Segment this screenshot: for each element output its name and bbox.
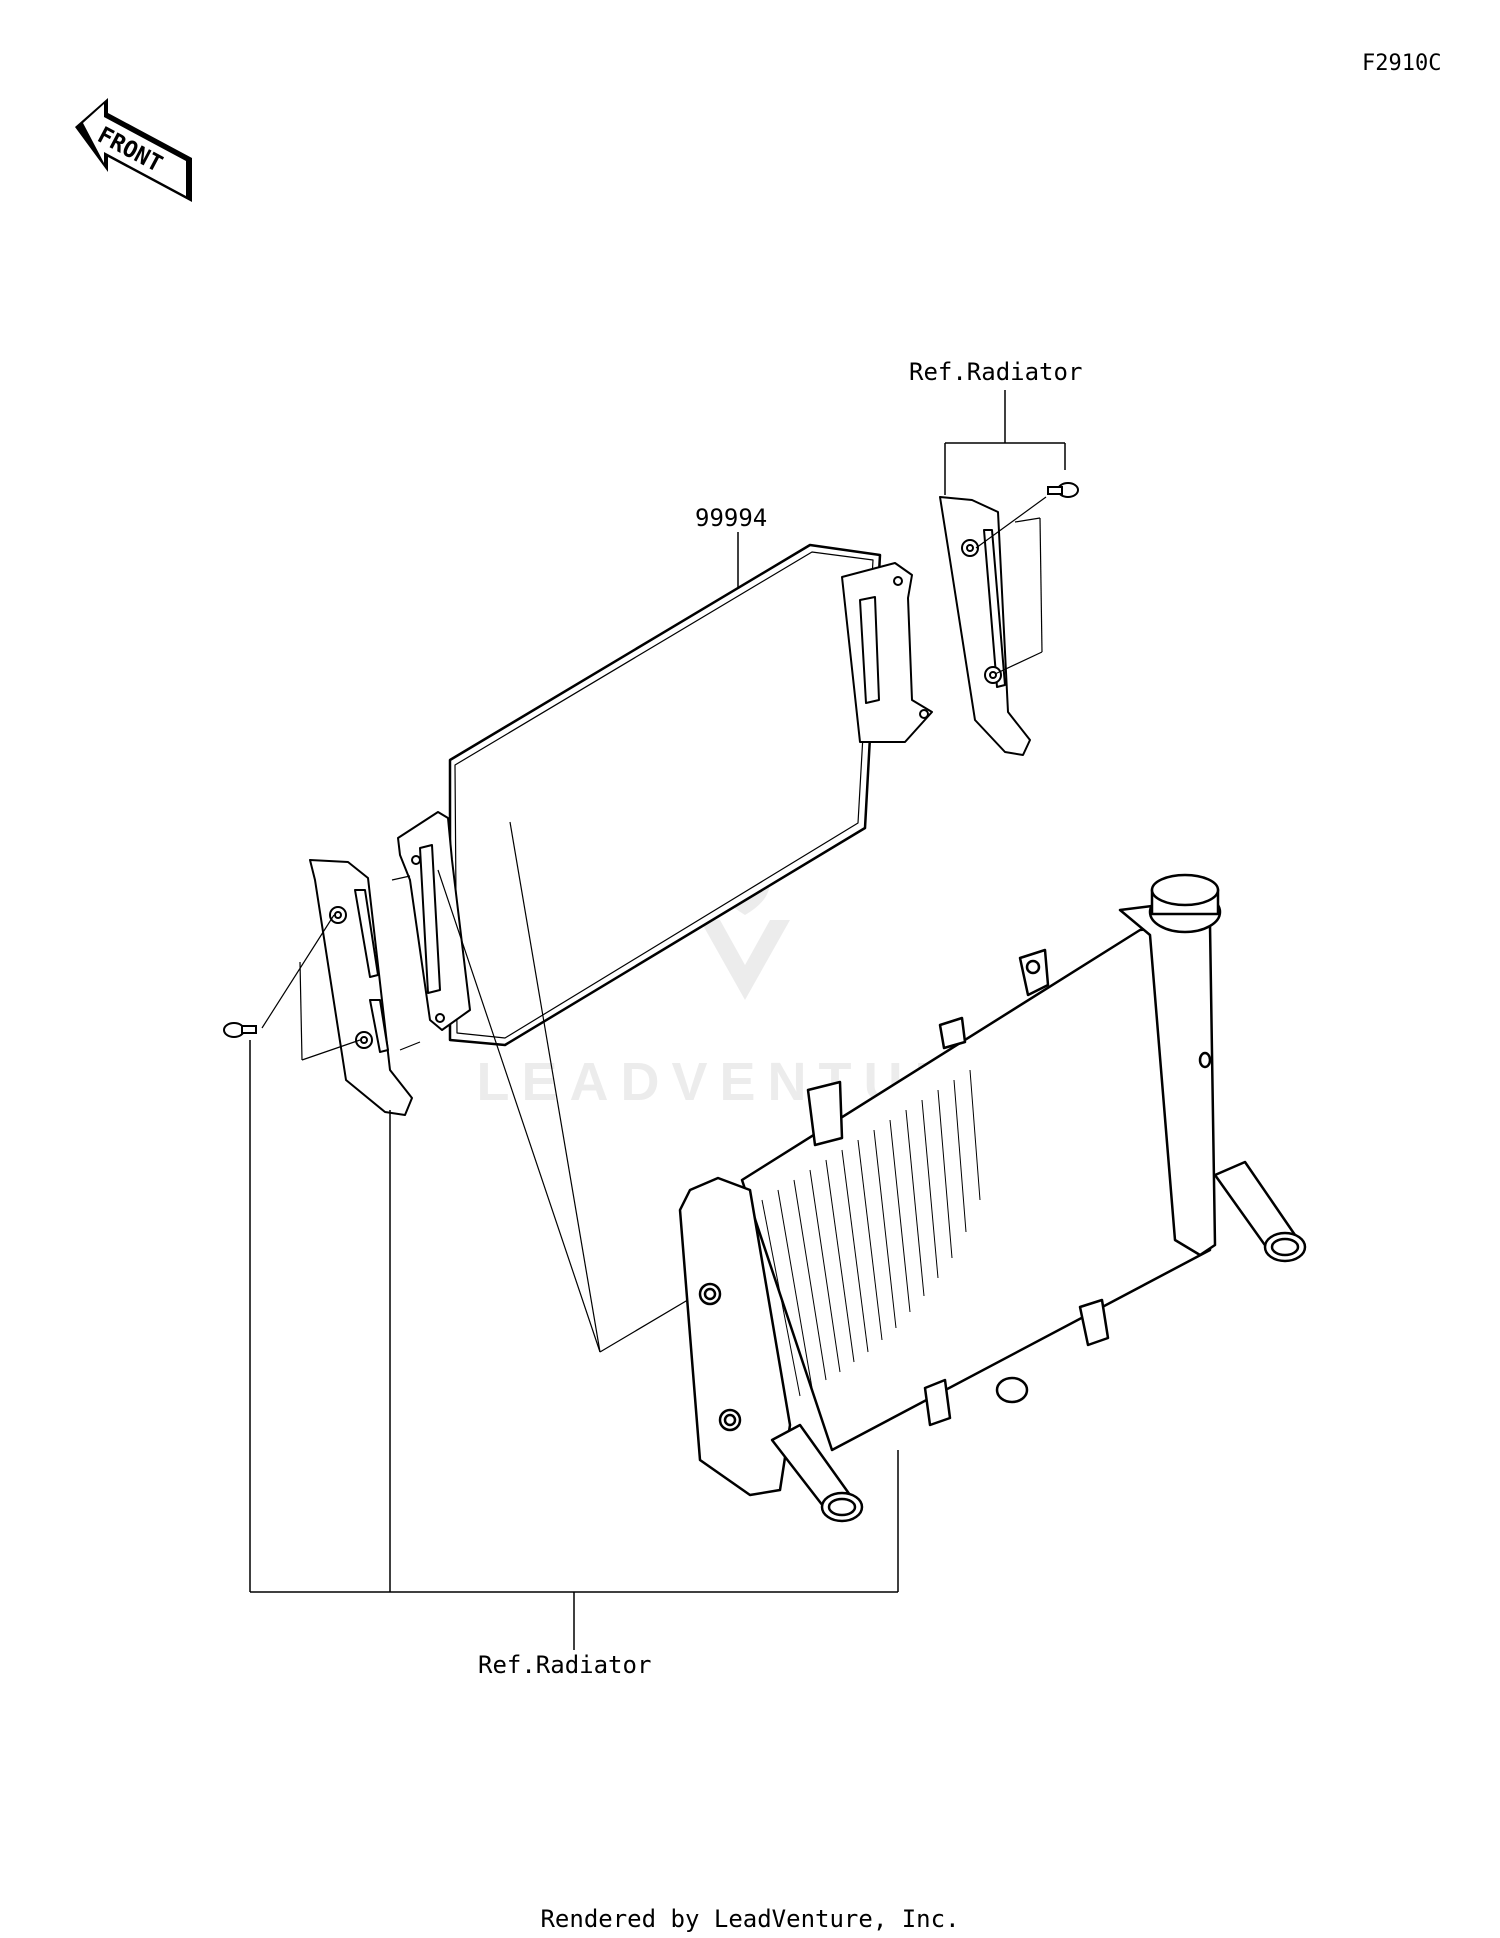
radiator-fins xyxy=(761,1069,981,1397)
diagram-code: F2910C xyxy=(1362,51,1441,76)
ref-radiator-top-label: Ref.Radiator xyxy=(909,358,1082,386)
right-bolt xyxy=(1047,482,1079,498)
left-side-bracket xyxy=(397,811,471,1031)
ref-radiator-bottom-label: Ref.Radiator xyxy=(478,1651,651,1679)
left-bolt xyxy=(223,1022,257,1038)
right-mounting-plate xyxy=(939,496,1031,756)
ref-radiator-bottom-leader xyxy=(249,1040,899,1650)
right-side-bracket xyxy=(841,562,933,743)
left-bolt-guides xyxy=(261,875,421,1061)
footer-credit: Rendered by LeadVenture, Inc. xyxy=(540,1905,960,1933)
radiator-screen-99994 xyxy=(448,543,882,1047)
ref-radiator-top-leader xyxy=(944,390,1066,495)
left-mounting-plate xyxy=(309,859,413,1116)
right-bolt-guides xyxy=(975,496,1047,675)
part-number-label: 99994 xyxy=(695,504,767,532)
radiator-assembly xyxy=(678,873,1307,1523)
front-arrow-icon: FRONT xyxy=(75,98,192,202)
